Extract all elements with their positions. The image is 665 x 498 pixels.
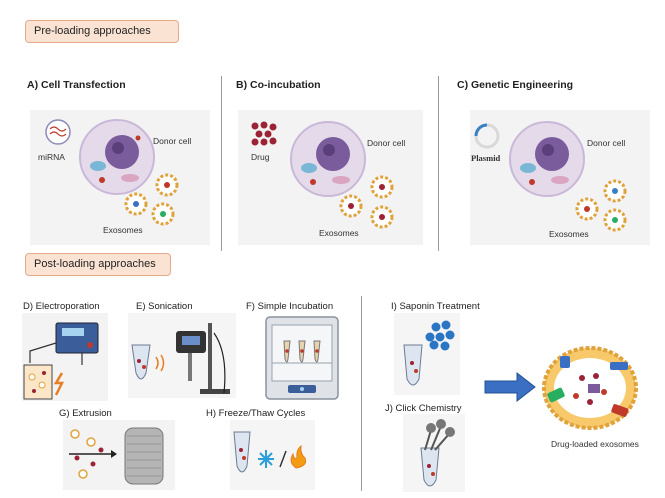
donor-cell-icon bbox=[509, 121, 585, 197]
divider-a-b bbox=[221, 76, 222, 251]
panel-b-title: B) Co-incubation bbox=[236, 79, 321, 91]
exosome-icon bbox=[603, 179, 627, 203]
exosome-icon bbox=[124, 192, 148, 216]
exosome-icon bbox=[151, 202, 175, 226]
panel-c-cargo-label: Plasmid bbox=[471, 153, 501, 163]
panel-a-title: A) Cell Transfection bbox=[27, 79, 126, 91]
click-chemistry-title: J) Click Chemistry bbox=[385, 403, 462, 414]
pre-loading-tag: Pre-loading approaches bbox=[25, 20, 179, 43]
mirna-icon bbox=[45, 119, 71, 145]
exosome-icon bbox=[603, 208, 627, 232]
flame-icon bbox=[290, 444, 307, 469]
panel-a-donor-label: Donor cell bbox=[153, 136, 192, 146]
click-chemistry-icon bbox=[403, 414, 465, 492]
electroporation-title: D) Electroporation bbox=[23, 301, 100, 312]
panel-b-donor-label: Donor cell bbox=[367, 138, 406, 148]
panel-a-exosomes-label: Exosomes bbox=[103, 225, 143, 235]
drug-loaded-exosome-icon bbox=[542, 346, 638, 430]
exosome-icon bbox=[339, 194, 363, 218]
exosome-icon bbox=[370, 175, 394, 199]
sonication-title: E) Sonication bbox=[136, 301, 193, 312]
pre-loading-label: Pre-loading approaches bbox=[34, 25, 151, 37]
simple-incubation-title: F) Simple Incubation bbox=[246, 301, 334, 312]
sonicator-icon bbox=[128, 313, 236, 398]
divider-b-c bbox=[438, 76, 439, 251]
panel-c-donor-label: Donor cell bbox=[587, 138, 626, 148]
panel-c-title: C) Genetic Engineering bbox=[457, 79, 574, 91]
saponin-title: I) Saponin Treatment bbox=[391, 301, 480, 312]
panel-b-cargo-label: Drug bbox=[251, 152, 270, 162]
freeze-thaw-title: H) Freeze/Thaw Cycles bbox=[206, 408, 306, 419]
donor-cell-icon bbox=[290, 121, 366, 197]
panel-c-exosomes-label: Exosomes bbox=[549, 229, 589, 239]
incubator-icon bbox=[265, 316, 339, 400]
exosome-icon bbox=[575, 197, 599, 221]
plasmid-icon bbox=[474, 123, 500, 149]
post-loading-label: Post-loading approaches bbox=[34, 258, 156, 270]
exosome-icon bbox=[370, 205, 394, 229]
post-loading-tag: Post-loading approaches bbox=[25, 253, 171, 276]
drug-icon bbox=[251, 121, 277, 146]
divider-post bbox=[361, 296, 362, 491]
electroporator-icon bbox=[22, 313, 108, 401]
extruder-icon bbox=[63, 420, 175, 490]
snowflake-icon bbox=[258, 450, 274, 468]
saponin-icon bbox=[394, 313, 460, 395]
exosome-icon bbox=[155, 173, 179, 197]
extrusion-title: G) Extrusion bbox=[59, 408, 112, 419]
panel-b-exosomes-label: Exosomes bbox=[319, 228, 359, 238]
freeze-thaw-icon bbox=[230, 420, 315, 490]
donor-cell-icon bbox=[79, 119, 155, 195]
arrow-right-icon bbox=[484, 371, 536, 403]
drug-loaded-exosomes-label: Drug-loaded exosomes bbox=[551, 439, 639, 449]
panel-a-cargo-label: miRNA bbox=[38, 152, 65, 162]
